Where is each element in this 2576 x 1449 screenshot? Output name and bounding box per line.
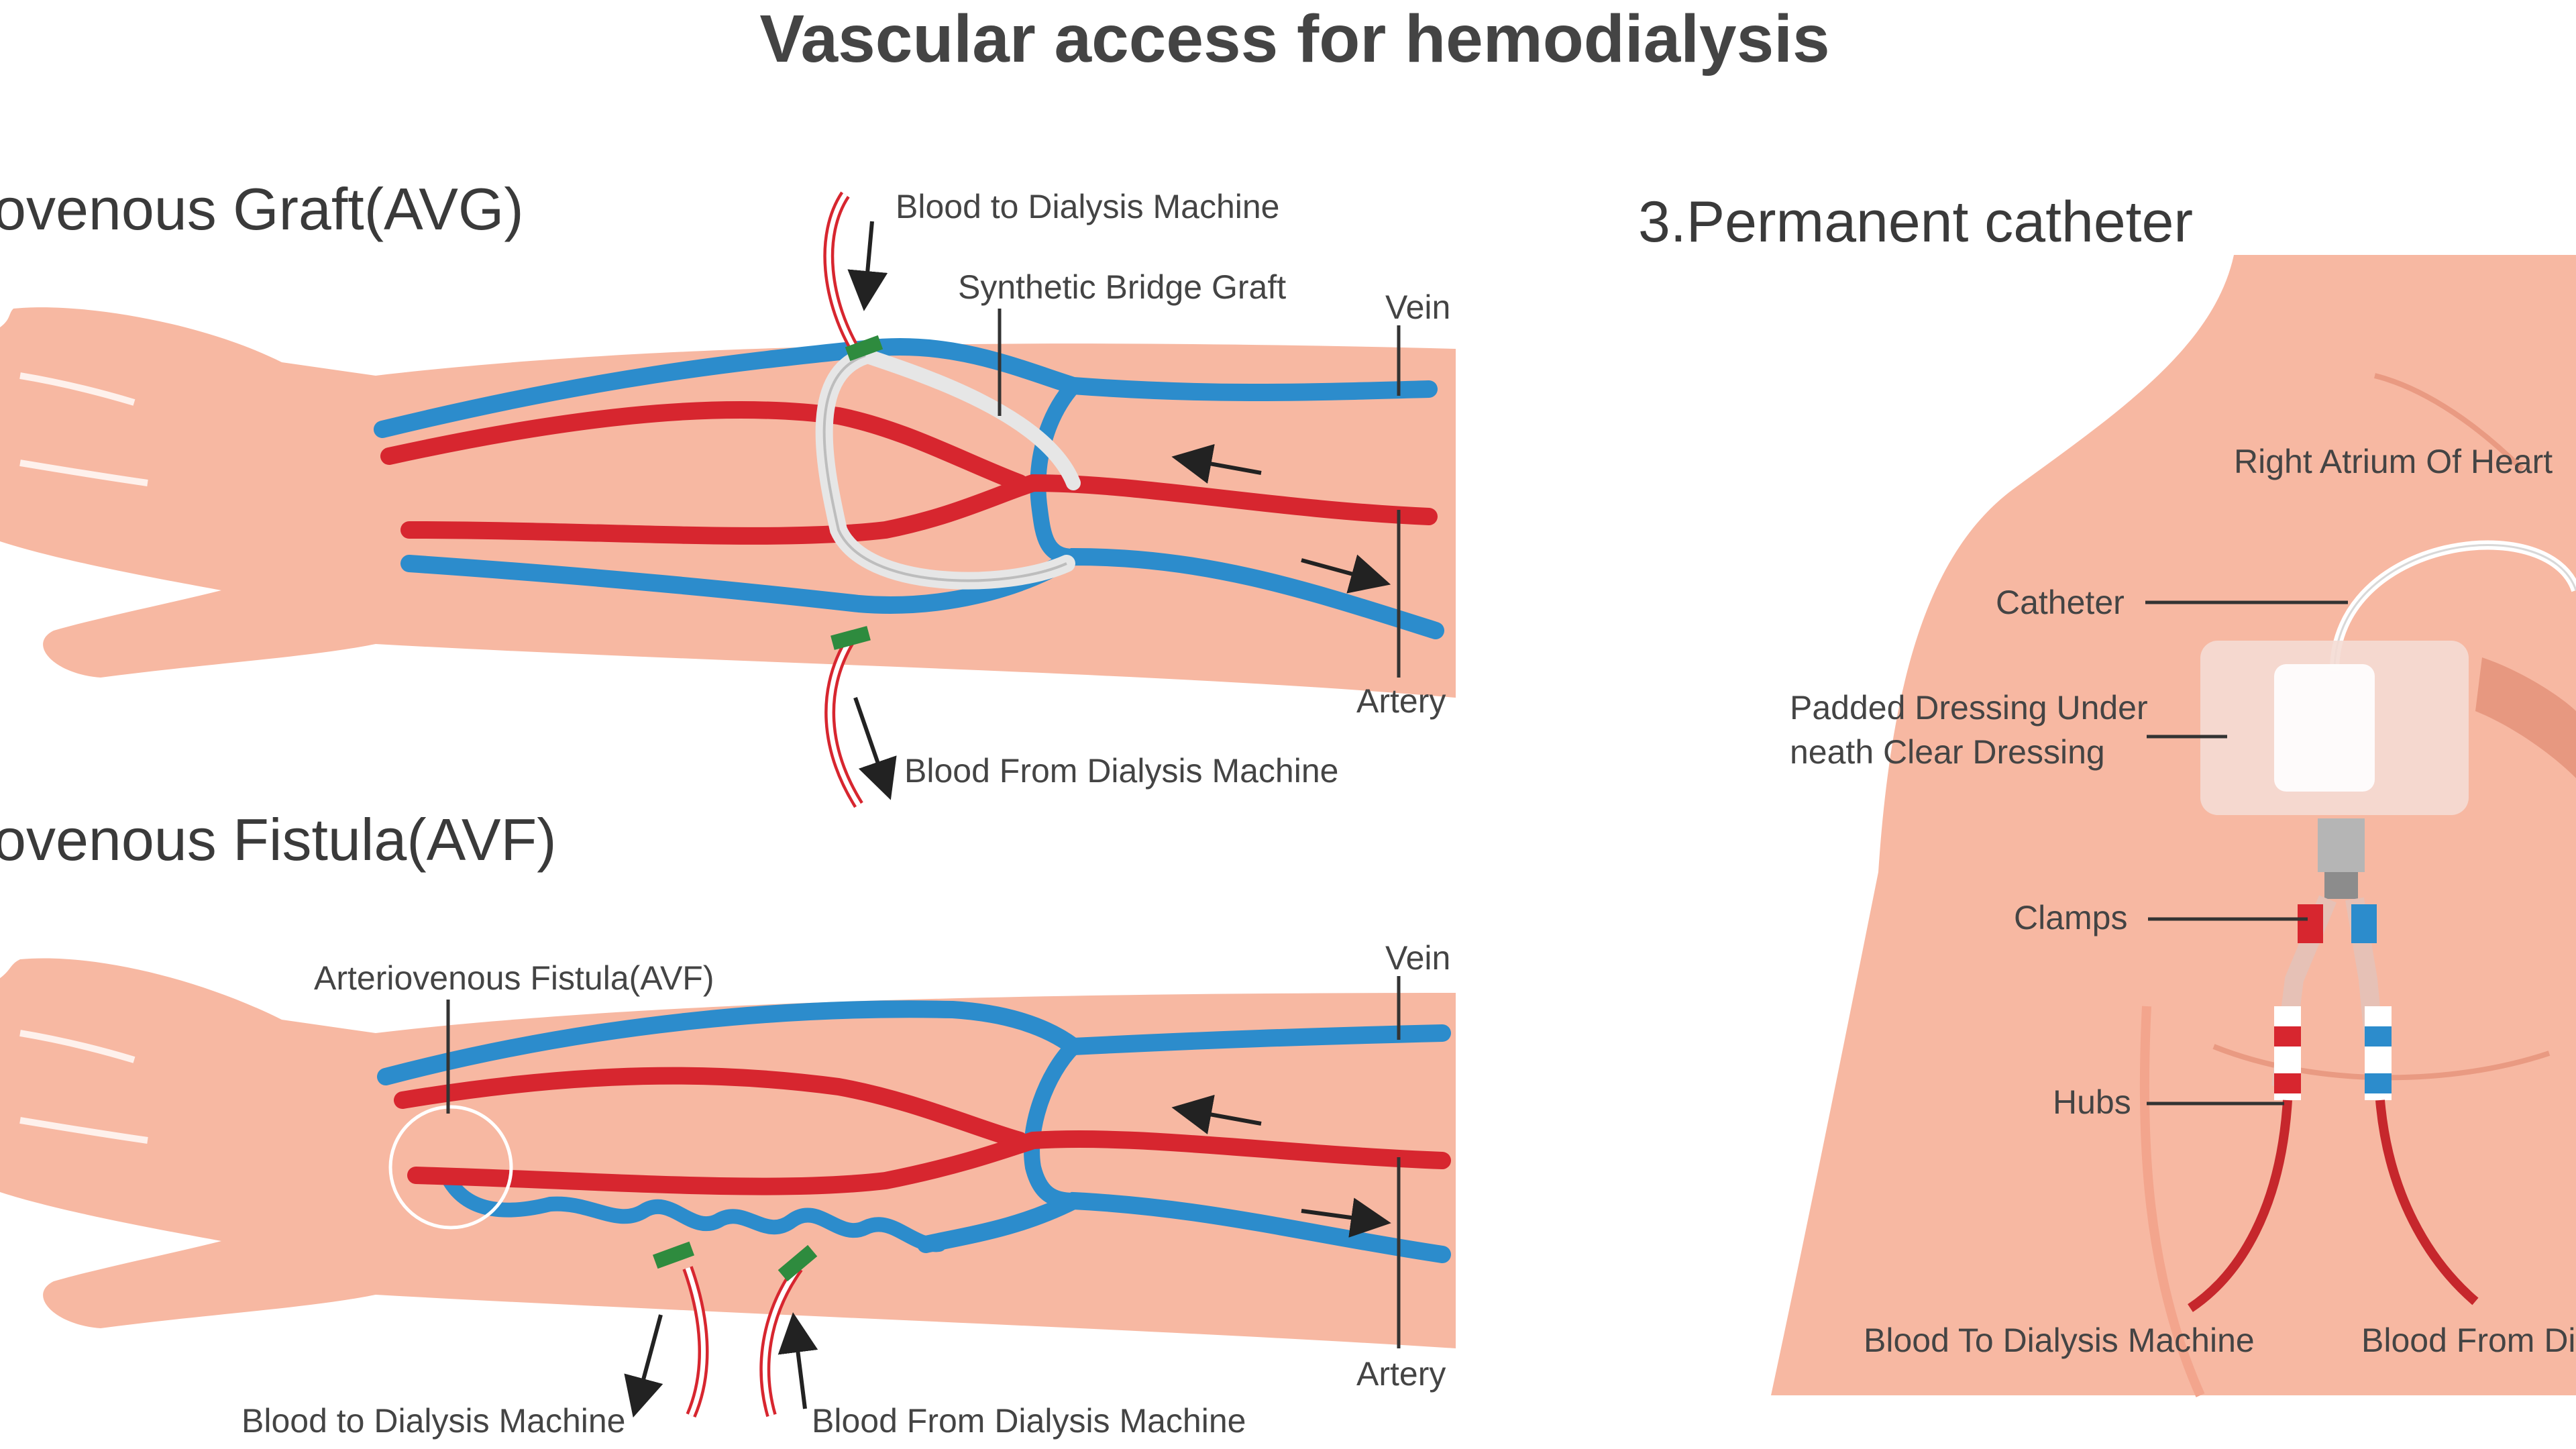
avf-artery-main bbox=[407, 1130, 1451, 1195]
page-title: Vascular access for hemodialysis bbox=[759, 1, 1829, 76]
avf-needle-out bbox=[652, 1241, 709, 1418]
avg-arm bbox=[0, 307, 1456, 698]
catheter-label-dressing-1: Padded Dressing Under bbox=[1790, 689, 2148, 727]
avf-needle-in bbox=[759, 1244, 818, 1417]
avf-vein-bottom bbox=[917, 1191, 1451, 1263]
catheter-label-clamps: Clamps bbox=[2014, 899, 2127, 936]
avf-vein-connector bbox=[1024, 1038, 1081, 1209]
clamp-red bbox=[2298, 904, 2323, 943]
avg-label-blood-from: Blood From Dialysis Machine bbox=[904, 752, 1338, 790]
blood-line-to-machine bbox=[2188, 1099, 2292, 1312]
avf-label-blood-to: Blood to Dialysis Machine bbox=[241, 1402, 626, 1440]
heart-silhouette bbox=[2475, 657, 2576, 778]
torso bbox=[1771, 255, 2576, 1395]
avf-section: ovenous Fistula(AVF) bbox=[0, 806, 1456, 1440]
avf-label-vein: Vein bbox=[1385, 939, 1450, 977]
avf-label-fistula: Arteriovenous Fistula(AVF) bbox=[314, 959, 714, 997]
avg-label-vein: Vein bbox=[1385, 288, 1450, 326]
avf-fistula-vein bbox=[442, 1173, 947, 1252]
avg-artery-main bbox=[400, 474, 1438, 545]
avg-label-graft: Synthetic Bridge Graft bbox=[958, 268, 1286, 306]
avg-label-artery: Artery bbox=[1356, 682, 1446, 720]
catheter-label-blood-to: Blood To Dialysis Machine bbox=[1864, 1322, 2255, 1359]
catheter-heading: 3.Permanent catheter bbox=[1638, 190, 2193, 254]
avf-artery-top bbox=[394, 1067, 1028, 1149]
catheter-label-blood-from: Blood From Dialysis Machine bbox=[2361, 1322, 2576, 1359]
catheter-label-hubs: Hubs bbox=[2053, 1083, 2131, 1121]
clamp-blue bbox=[2351, 904, 2377, 943]
avf-heading: ovenous Fistula(AVF) bbox=[0, 806, 557, 873]
avg-artery-top bbox=[380, 400, 1028, 492]
avg-vein-connector bbox=[1030, 378, 1081, 565]
avf-fistula-circle bbox=[388, 1105, 513, 1230]
catheter-section: 3.Permanent catheter bbox=[1638, 190, 2576, 1397]
avg-needle-out bbox=[823, 191, 883, 362]
avg-heading: ovenous Graft(AVG) bbox=[0, 176, 524, 242]
avg-vein-top bbox=[374, 338, 1438, 438]
avg-vein-bottom bbox=[400, 547, 1444, 639]
avf-vein-top bbox=[377, 1000, 1451, 1085]
avg-label-blood-to: Blood to Dialysis Machine bbox=[896, 188, 1280, 225]
avg-needle-in bbox=[824, 626, 871, 808]
avf-label-blood-from: Blood From Dialysis Machine bbox=[812, 1402, 1246, 1440]
avf-arm bbox=[0, 958, 1456, 1348]
catheter-label-dressing-2: neath Clear Dressing bbox=[1790, 733, 2105, 771]
blood-line-from-machine bbox=[2375, 1099, 2479, 1305]
catheter-label-atrium: Right Atrium Of Heart bbox=[2234, 443, 2553, 480]
avg-section: ovenous Graft(AVG) bbox=[0, 176, 1456, 808]
avf-label-artery: Artery bbox=[1356, 1355, 1446, 1393]
catheter-label-catheter: Catheter bbox=[1996, 584, 2125, 621]
